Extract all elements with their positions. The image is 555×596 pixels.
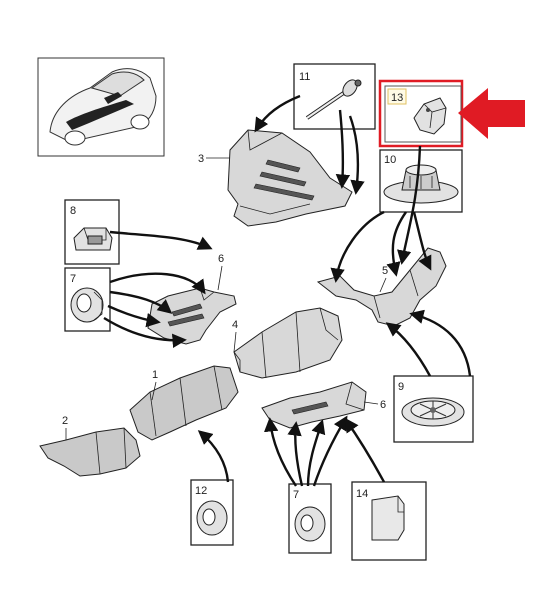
heat-shield-6-upper <box>147 287 237 345</box>
callout-box-9: 9 <box>393 375 474 443</box>
clip-part <box>413 97 447 135</box>
heat-shield-2 <box>39 427 141 477</box>
heat-shield-3 <box>227 129 353 227</box>
callout-11: 11 <box>299 71 310 83</box>
plug-part <box>401 397 465 427</box>
pad-part <box>371 495 405 541</box>
callout-box-13[interactable]: 13 <box>378 79 464 148</box>
callout-box-12: 12 <box>190 479 234 546</box>
red-arrow-icon <box>458 88 525 139</box>
connector-arrows <box>103 94 472 487</box>
callout-3: 3 <box>198 153 204 165</box>
callout-6-lower: 6 <box>380 399 386 411</box>
callout-box-8: 8 <box>64 199 120 265</box>
callout-8: 8 <box>70 205 76 217</box>
callout-13: 13 <box>391 92 403 104</box>
callout-5: 5 <box>382 265 388 277</box>
callout-box-10: 10 <box>379 149 463 213</box>
callout-box-7-upper: 7 <box>64 267 111 332</box>
nut-part <box>294 506 326 542</box>
callout-4: 4 <box>232 319 238 331</box>
callout-7-lower: 7 <box>293 489 299 501</box>
nut-part <box>70 287 104 323</box>
callout-12: 12 <box>195 485 207 497</box>
nut-part <box>196 500 228 536</box>
callout-7-upper: 7 <box>70 273 76 285</box>
grommet-part <box>383 164 459 204</box>
rivet-part <box>305 79 362 120</box>
callout-14: 14 <box>356 488 368 500</box>
callout-box-14: 14 <box>351 481 427 561</box>
heat-shield-4 <box>233 307 343 379</box>
clip-part <box>73 227 113 251</box>
callout-box-11: 11 <box>293 63 376 130</box>
heat-shield-6-lower <box>261 381 367 429</box>
callout-2: 2 <box>62 415 68 427</box>
heat-shield-1 <box>129 365 239 441</box>
callout-1: 1 <box>152 369 158 381</box>
car-overview-icon <box>37 57 165 157</box>
callout-box-7-lower: 7 <box>288 483 332 554</box>
callout-9: 9 <box>398 381 404 393</box>
callout-10: 10 <box>384 154 396 166</box>
callout-6-upper: 6 <box>218 253 224 265</box>
heat-shield-5 <box>316 247 447 327</box>
